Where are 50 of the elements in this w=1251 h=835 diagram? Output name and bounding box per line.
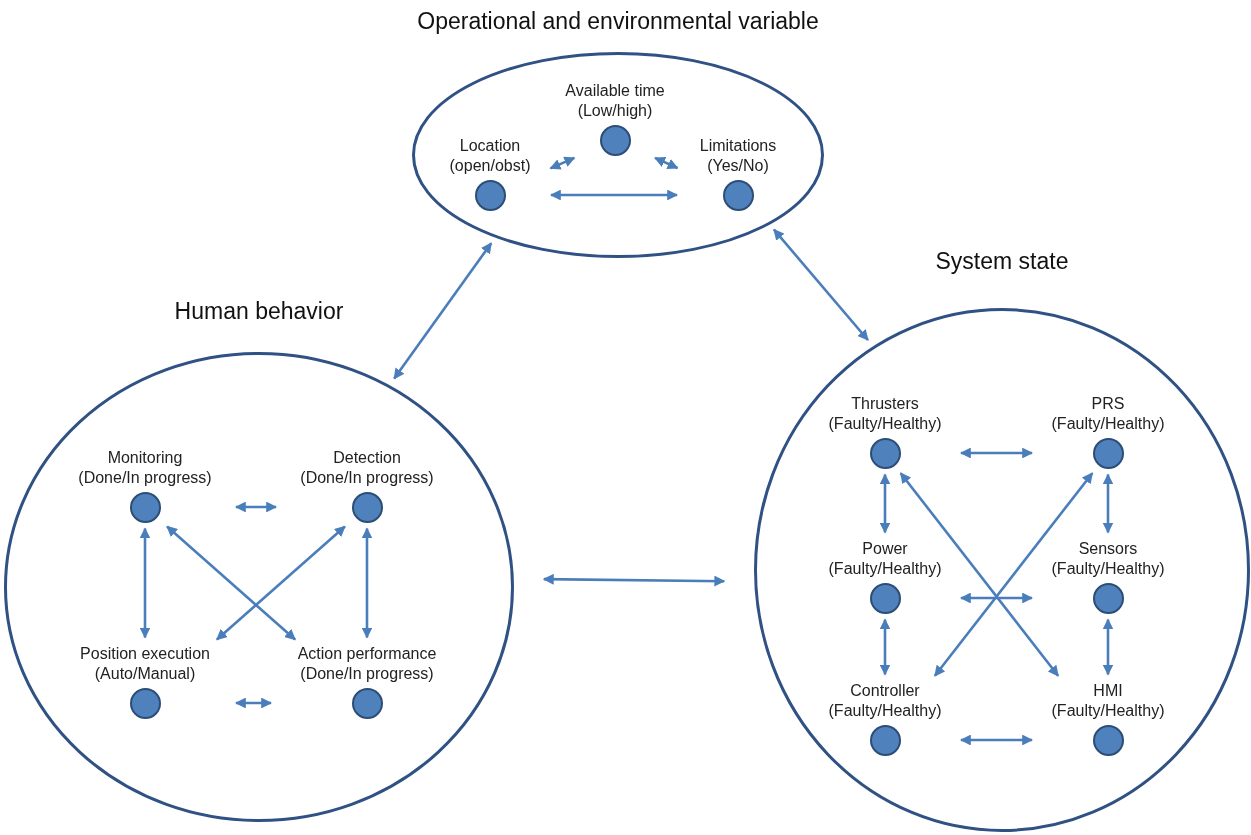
node-label: Controller	[850, 680, 920, 701]
double-arrow	[216, 525, 346, 641]
double-arrow	[549, 156, 576, 170]
node-label: (Yes/No)	[707, 155, 769, 176]
double-arrow	[549, 189, 679, 201]
node-label: HMI	[1093, 680, 1123, 701]
double-arrow	[1102, 618, 1114, 676]
node-label: (Faulty/Healthy)	[1051, 413, 1165, 434]
node-label: (Auto/Manual)	[94, 663, 196, 684]
double-arrow	[959, 447, 1034, 459]
group-title: Human behavior	[174, 298, 344, 324]
double-arrow	[1102, 473, 1114, 534]
node-label: Power	[862, 538, 908, 559]
node-label: (Done/In progress)	[300, 663, 434, 684]
double-arrow	[773, 228, 869, 341]
double-arrow	[234, 697, 273, 709]
group-title: System state	[935, 248, 1069, 274]
double-arrow	[933, 472, 1094, 677]
node-label: (Done/In progress)	[300, 467, 434, 488]
node-label: Location	[459, 135, 521, 156]
double-arrow	[361, 527, 373, 639]
double-arrow	[959, 734, 1034, 746]
node-label: (Faulty/Healthy)	[828, 413, 942, 434]
double-arrow	[393, 242, 493, 380]
group-title: Operational and environmental variable	[417, 8, 819, 34]
double-arrow	[879, 618, 891, 676]
node-label: Available time	[565, 80, 665, 101]
node-label: Monitoring	[107, 447, 183, 468]
node-label: Sensors	[1078, 538, 1138, 559]
node-label: Position execution	[80, 643, 210, 664]
double-arrow	[654, 156, 679, 170]
node-label: PRS	[1091, 393, 1125, 414]
double-arrow	[166, 525, 296, 641]
node-label: (Done/In progress)	[78, 467, 212, 488]
node-label: Limitations	[699, 135, 777, 156]
node-label: (Low/high)	[577, 100, 653, 121]
double-arrow	[879, 473, 891, 534]
node-label: Action performance	[297, 643, 437, 664]
node-label: (open/obst)	[449, 155, 531, 176]
node-label: (Faulty/Healthy)	[828, 700, 942, 721]
node-label: Detection	[333, 447, 401, 468]
node-label: (Faulty/Healthy)	[1051, 558, 1165, 579]
double-arrow	[959, 592, 1034, 604]
double-arrow	[899, 472, 1060, 677]
double-arrow	[139, 527, 151, 639]
node-label: (Faulty/Healthy)	[828, 558, 942, 579]
double-arrow	[234, 501, 278, 513]
node-label: Thrusters	[851, 393, 919, 414]
node-label: (Faulty/Healthy)	[1051, 700, 1165, 721]
double-arrow	[542, 573, 726, 587]
